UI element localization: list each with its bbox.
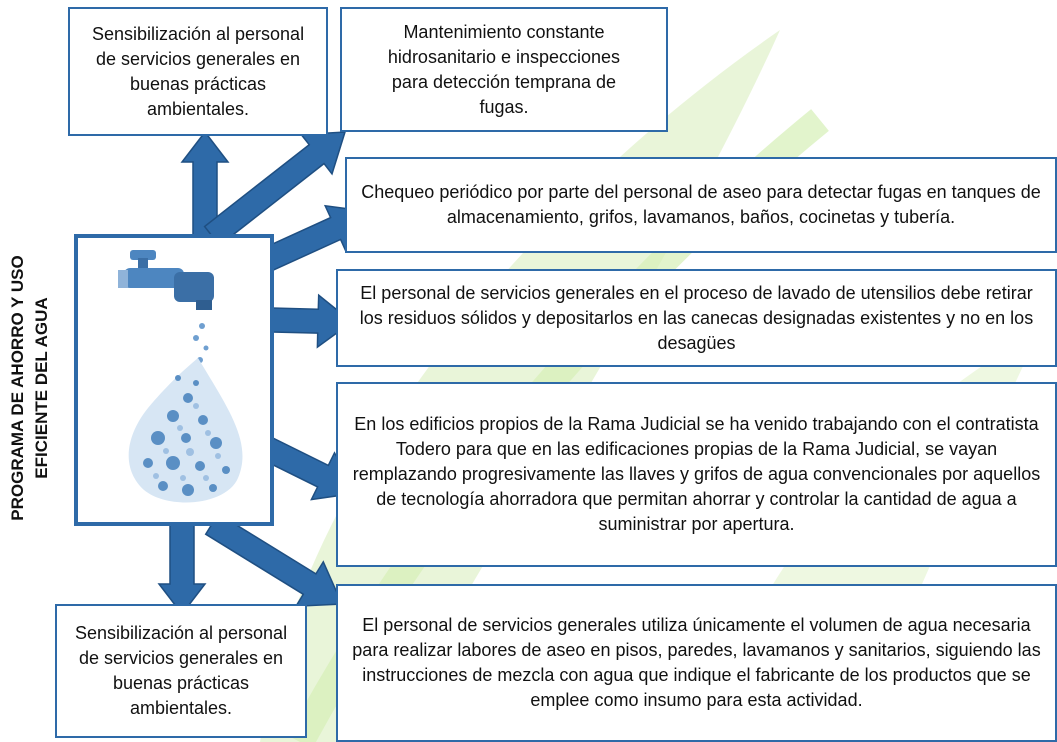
faucet-water-drop-icon <box>118 250 243 503</box>
arrow-to-right-4 <box>204 512 344 608</box>
program-title: PROGRAMA DE AHORRO Y USO EFICIENTE DEL A… <box>8 255 51 521</box>
arrow-to-right-2 <box>270 293 354 349</box>
center-image-frame <box>74 234 274 526</box>
box-top-left: Sensibilización al personal de servicios… <box>68 7 328 136</box>
box-top-right: Mantenimiento constante hidrosanitario e… <box>340 7 668 132</box>
arrow-up-to-top-left <box>180 130 230 237</box>
box-right-1: Chequeo periódico por parte del personal… <box>345 157 1057 253</box>
box-right-3: En los edificios propios de la Rama Judi… <box>336 382 1057 567</box>
box-bottom-left: Sensibilización al personal de servicios… <box>55 604 307 738</box>
box-right-4: El personal de servicios generales utili… <box>336 584 1057 742</box>
arrow-down-to-bottom-left <box>157 523 207 616</box>
box-right-2: El personal de servicios generales en el… <box>336 269 1057 367</box>
